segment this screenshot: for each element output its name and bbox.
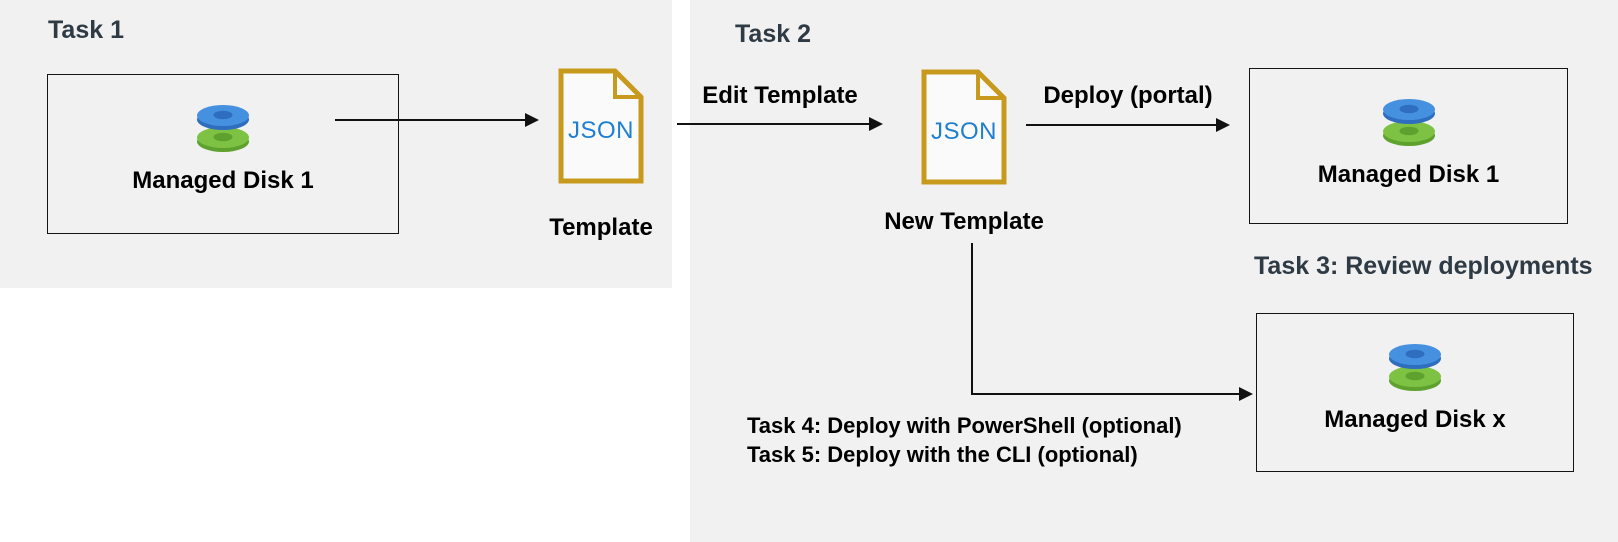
task2-panel-background — [690, 0, 1618, 542]
deploy-cli-arrow-horizontal-line — [971, 393, 1239, 395]
managed-disk-1-deployed-label: Managed Disk 1 — [1317, 161, 1500, 188]
edit-template-arrow-label: Edit Template — [702, 82, 858, 109]
task2-title: Task 2 — [735, 20, 811, 48]
deploy-portal-arrow-label: Deploy (portal) — [1043, 82, 1213, 109]
edit-template-arrow-line — [677, 123, 869, 125]
managed-disk-icon — [1389, 344, 1441, 391]
export-arrow-line — [335, 119, 525, 121]
json-file-text: JSON — [567, 117, 634, 144]
task3-caption: Task 3: Review deployments — [1254, 252, 1593, 280]
deploy-portal-arrow-head — [1216, 118, 1230, 132]
managed-disk-x-box: Managed Disk x — [1256, 313, 1574, 472]
task4-caption: Task 4: Deploy with PowerShell (optional… — [747, 413, 1182, 438]
json-file-icon-template: JSON — [556, 67, 646, 185]
task5-caption: Task 5: Deploy with the CLI (optional) — [747, 442, 1138, 467]
template-caption: Template — [549, 214, 653, 241]
json-file-text: JSON — [930, 118, 997, 145]
json-file-icon-new-template: JSON — [919, 68, 1009, 186]
managed-disk-1-source-box: Managed Disk 1 — [47, 74, 399, 234]
managed-disk-icon — [1382, 99, 1435, 146]
export-arrow-head — [525, 113, 539, 127]
managed-disk-icon — [197, 105, 249, 152]
deploy-cli-arrow-vertical-line — [971, 243, 973, 394]
edit-template-arrow-head — [869, 117, 883, 131]
deploy-cli-arrow-head — [1239, 387, 1253, 401]
managed-disk-1-source-label: Managed Disk 1 — [132, 167, 314, 194]
managed-disk-1-deployed-box: Managed Disk 1 — [1249, 68, 1568, 224]
new-template-caption: New Template — [884, 208, 1044, 235]
task1-title: Task 1 — [48, 16, 124, 44]
deploy-portal-arrow-line — [1026, 124, 1216, 126]
managed-disk-x-label: Managed Disk x — [1324, 406, 1506, 433]
